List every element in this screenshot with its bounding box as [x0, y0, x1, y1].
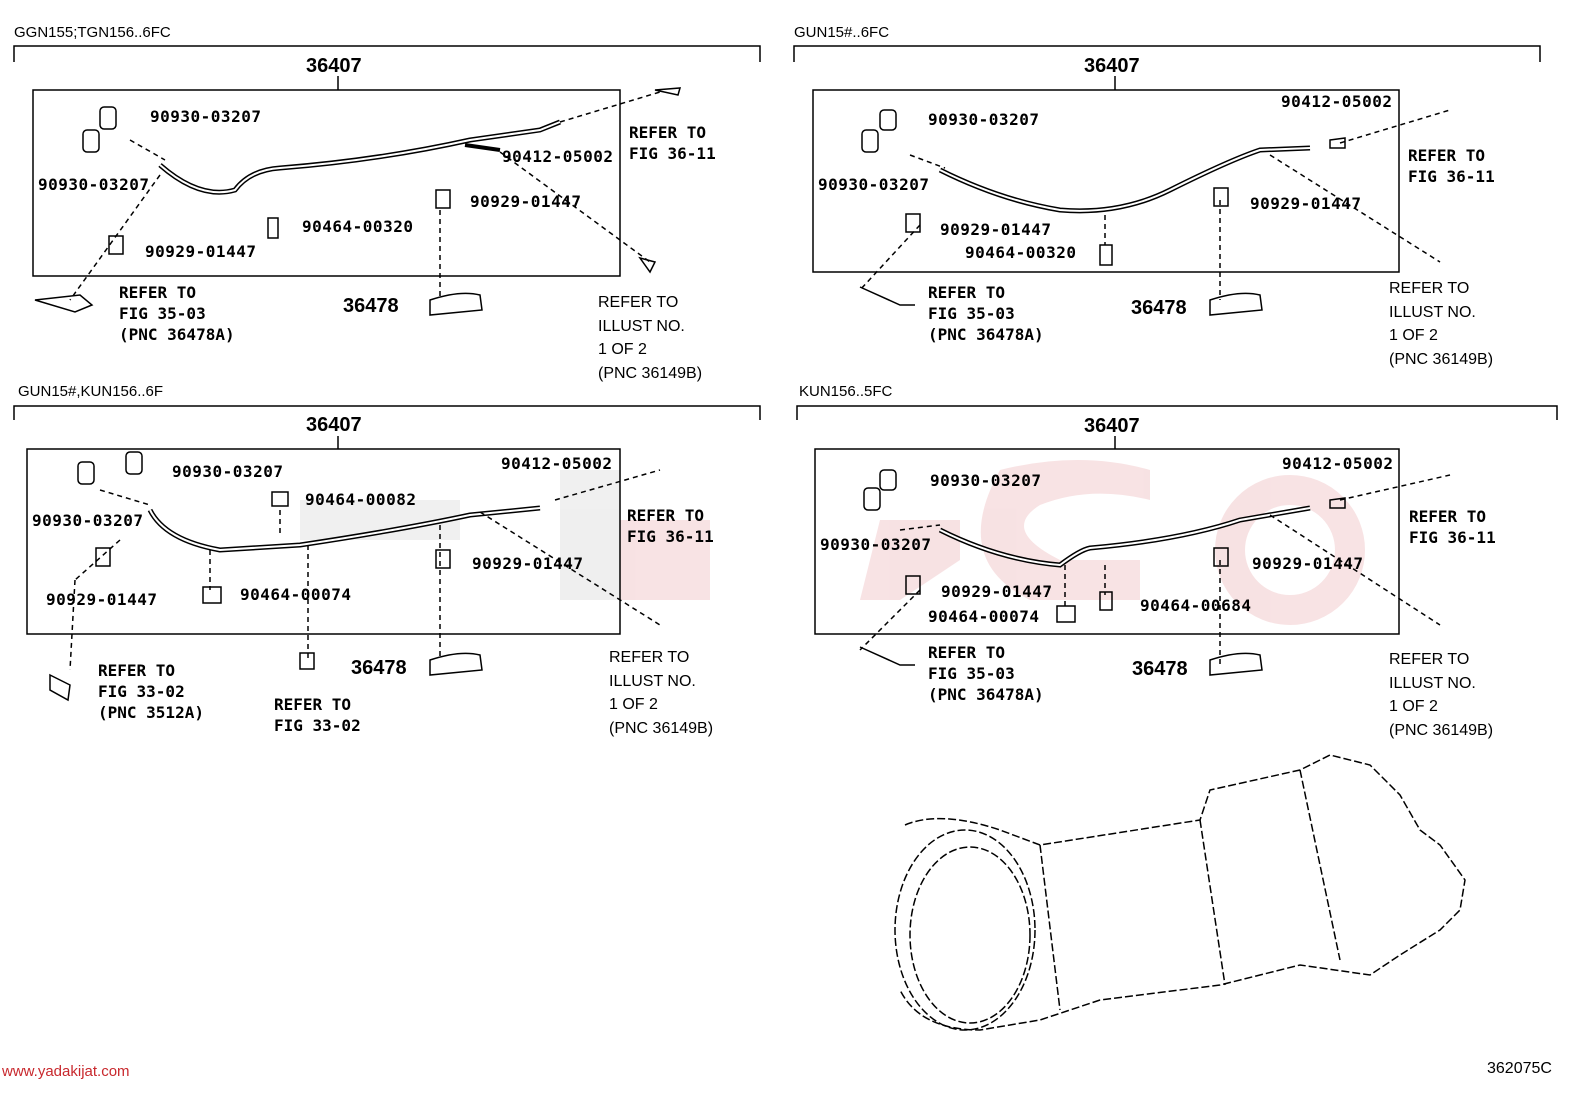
part-number-large[interactable]: 36478 — [1132, 658, 1188, 680]
assembly-number[interactable]: 36407 — [1084, 415, 1140, 437]
assembly-number[interactable]: 36407 — [1084, 55, 1140, 77]
part-number[interactable]: 90929-01447 — [941, 582, 1053, 601]
part-number[interactable]: 90930-03207 — [172, 462, 284, 481]
model-label: KUN156..5FC — [799, 383, 893, 400]
transmission-drawing — [894, 754, 1466, 1031]
reference-note[interactable]: REFER TO FIG 36-11 — [627, 506, 714, 546]
part-number[interactable]: 90930-03207 — [820, 535, 932, 554]
part-number[interactable]: 90464-00074 — [240, 585, 352, 604]
reference-note[interactable]: REFER TO FIG 36-11 — [1408, 146, 1495, 186]
panel-top-left — [13, 45, 761, 316]
part-number[interactable]: 90930-03207 — [818, 175, 930, 194]
reference-note[interactable]: REFER TO FIG 36-11 — [629, 123, 716, 163]
part-number[interactable]: 90412-05002 — [502, 147, 614, 166]
part-number[interactable]: 90464-00684 — [1140, 596, 1252, 615]
reference-note[interactable]: REFER TO FIG 36-11 — [1409, 507, 1496, 547]
panel-bottom-right — [796, 405, 1558, 676]
part-number[interactable]: 90930-03207 — [928, 110, 1040, 129]
illustration-reference: REFER TO ILLUST NO. 1 OF 2 (PNC 36149B) — [598, 294, 703, 382]
part-number-large[interactable]: 36478 — [1131, 297, 1187, 319]
part-number[interactable]: 90464-00082 — [305, 490, 417, 509]
reference-note[interactable]: REFER TO FIG 33-02 — [274, 695, 361, 735]
illustration-reference: REFER TO ILLUST NO. 1 OF 2 (PNC 36149B) — [1389, 651, 1494, 739]
part-number[interactable]: 90412-05002 — [1281, 92, 1393, 111]
website-watermark[interactable]: www.yadakijat.com — [2, 1063, 130, 1080]
part-number[interactable]: 90929-01447 — [1252, 554, 1364, 573]
assembly-number[interactable]: 36407 — [306, 414, 362, 436]
part-number[interactable]: 90464-00074 — [928, 607, 1040, 626]
illustration-code: 362075C — [1487, 1060, 1552, 1077]
part-number[interactable]: 90929-01447 — [472, 554, 584, 573]
part-number[interactable]: 90929-01447 — [940, 220, 1052, 239]
part-number[interactable]: 90930-03207 — [150, 107, 262, 126]
part-number[interactable]: 90929-01447 — [46, 590, 158, 609]
part-number[interactable]: 90930-03207 — [32, 511, 144, 530]
panel-top-right — [793, 45, 1541, 316]
part-number-large[interactable]: 36478 — [343, 295, 399, 317]
part-number[interactable]: 90929-01447 — [1250, 194, 1362, 213]
illustration-reference: REFER TO ILLUST NO. 1 OF 2 (PNC 36149B) — [1389, 280, 1494, 368]
part-number[interactable]: 90930-03207 — [930, 471, 1042, 490]
model-label: GGN155;TGN156..6FC — [14, 24, 171, 41]
part-number[interactable]: 90412-05002 — [501, 454, 613, 473]
illustration-reference: REFER TO ILLUST NO. 1 OF 2 (PNC 36149B) — [609, 649, 714, 737]
panel-bottom-left — [13, 405, 761, 702]
part-number[interactable]: 90464-00320 — [965, 243, 1077, 262]
reference-note[interactable]: REFER TO FIG 33-02 (PNC 3512A) — [98, 661, 204, 722]
part-number[interactable]: 90930-03207 — [38, 175, 150, 194]
model-label: GUN15#,KUN156..6F — [18, 383, 164, 400]
assembly-number[interactable]: 36407 — [306, 55, 362, 77]
reference-note[interactable]: REFER TO FIG 35-03 (PNC 36478A) — [928, 643, 1044, 704]
part-number[interactable]: 90929-01447 — [470, 192, 582, 211]
model-label: GUN15#..6FC — [794, 24, 890, 41]
part-number[interactable]: 90929-01447 — [145, 242, 257, 261]
reference-note[interactable]: REFER TO FIG 35-03 (PNC 36478A) — [928, 283, 1044, 344]
part-number-large[interactable]: 36478 — [351, 657, 407, 679]
reference-note[interactable]: REFER TO FIG 35-03 (PNC 36478A) — [119, 283, 235, 344]
part-number[interactable]: 90464-00320 — [302, 217, 414, 236]
part-number[interactable]: 90412-05002 — [1282, 454, 1394, 473]
